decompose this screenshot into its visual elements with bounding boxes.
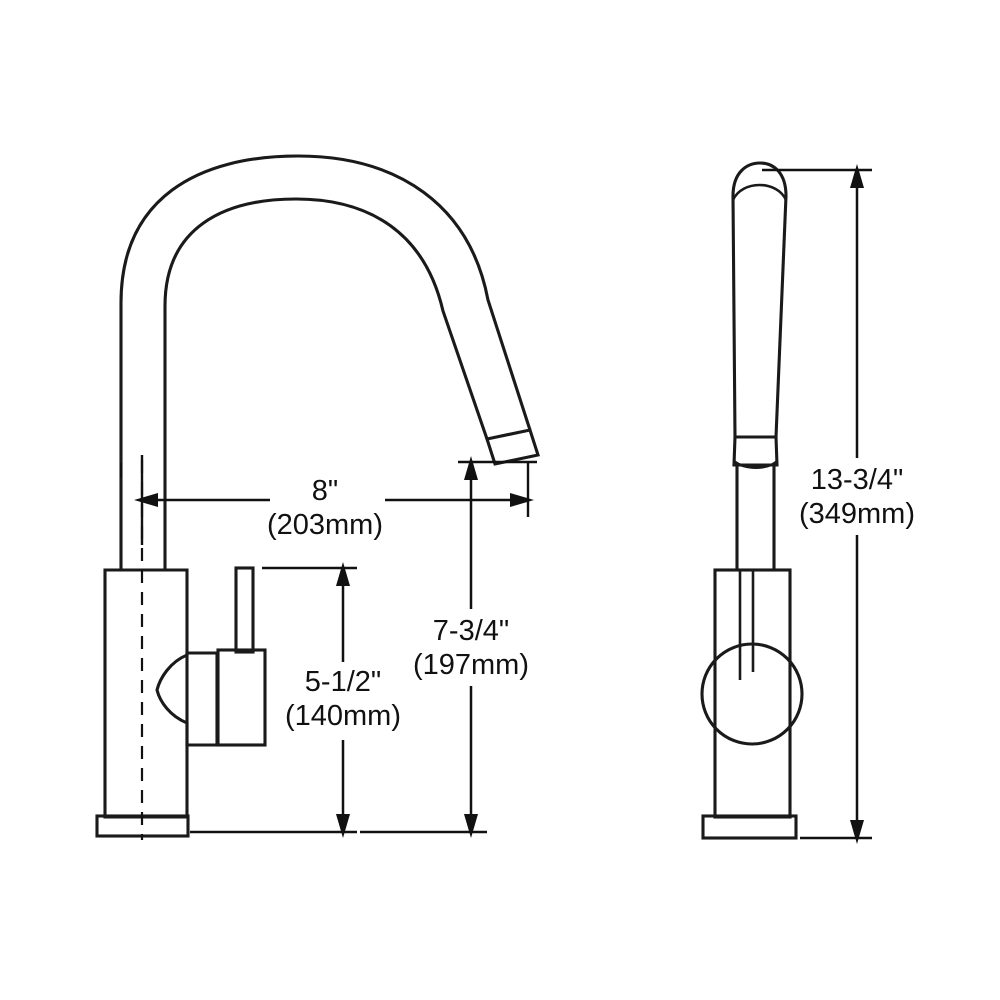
handle-lever-block — [216, 648, 267, 747]
handle-height-arrow-top — [336, 562, 350, 586]
handle-height-arrow-bottom — [336, 814, 350, 838]
side-collar-lower-curve — [733, 459, 778, 470]
spout-height-imperial-label: 7-3/4" — [433, 615, 509, 647]
side-neck-tube — [735, 465, 776, 570]
dimension-spout-height: 7-3/4" (197mm) — [360, 456, 537, 838]
spout-height-arrow-bottom — [464, 814, 478, 838]
overall-height-metric-label: (349mm) — [799, 498, 915, 530]
spout-height-metric-label: (197mm) — [413, 649, 529, 681]
handle-height-metric-label: (140mm) — [285, 700, 401, 732]
spout-inner-profile — [163, 197, 489, 570]
side-spout-cap-curve — [731, 183, 788, 201]
overall-height-arrow-top — [850, 164, 864, 188]
dimension-overall-height: 13-3/4" (349mm) — [762, 164, 915, 844]
body-column — [103, 568, 189, 819]
side-spout-tube — [731, 161, 788, 439]
side-collar-ring — [732, 435, 779, 467]
dimension-handle-height: 5-1/2" (140mm) — [190, 562, 401, 838]
side-elevation-view — [700, 161, 804, 840]
spout-reach-arrow-right — [510, 493, 534, 507]
spout-reach-metric-label: (203mm) — [267, 509, 383, 541]
side-base-plate — [701, 814, 798, 840]
handle-height-imperial-label: 5-1/2" — [305, 666, 381, 698]
front-elevation-view — [95, 154, 541, 840]
spout-outlet-collar — [484, 428, 541, 466]
handle-hub — [155, 651, 219, 747]
spout-reach-arrow-left — [134, 493, 158, 507]
spout-outer-profile — [119, 154, 532, 570]
overall-height-arrow-bottom — [850, 820, 864, 844]
dimension-spout-reach: 8" (203mm) — [119, 455, 534, 545]
side-handle-hub-circle — [700, 642, 804, 746]
spout-height-arrow-top — [464, 456, 478, 480]
overall-height-imperial-label: 13-3/4" — [811, 464, 904, 496]
spout-reach-imperial-label: 8" — [312, 475, 338, 507]
handle-stem — [234, 566, 255, 654]
